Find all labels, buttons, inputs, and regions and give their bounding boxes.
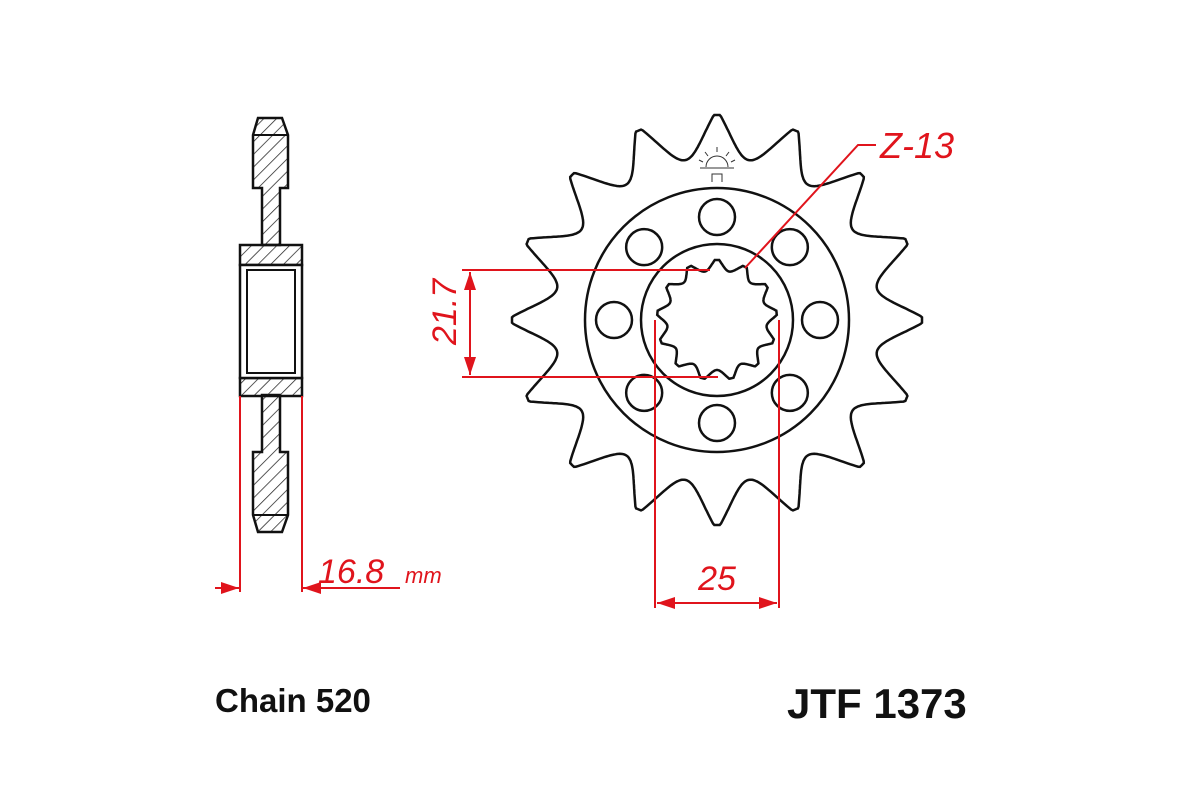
thickness-value: 16.8 <box>318 553 384 591</box>
bolt-ring-outer <box>583 186 851 454</box>
spline-bore-outline <box>655 258 779 381</box>
tooth-count-leader <box>744 144 876 269</box>
bolt-hole <box>770 373 810 413</box>
bolt-hole <box>624 373 664 413</box>
bolt-width-dimension <box>654 320 780 609</box>
lower-tooth-section <box>251 393 290 534</box>
hub-section-bottom <box>238 376 304 398</box>
chain-label: Chain 520 <box>215 682 371 719</box>
bolt-hole <box>800 300 840 340</box>
bolt-hole <box>770 227 810 267</box>
bolt-hole <box>697 403 737 443</box>
spline-diameter-dimension <box>462 269 718 378</box>
part-number: JTF 1373 <box>787 680 967 727</box>
bolt-hole <box>697 197 737 237</box>
hub-bore <box>238 263 304 380</box>
thickness-unit: mm <box>405 563 442 588</box>
sprocket-teeth-outline <box>510 113 924 527</box>
bolt-ring-inner <box>639 242 795 398</box>
bolt-holes <box>594 197 840 443</box>
logo-icon <box>698 147 736 182</box>
side-section-view <box>238 116 304 534</box>
spline-diameter-value: 21.7 <box>426 278 464 346</box>
hub-section-top <box>238 243 304 267</box>
sprocket-front-view <box>510 113 924 527</box>
bolt-hole <box>594 300 634 340</box>
bolt-width-value: 25 <box>697 560 736 598</box>
upper-tooth-section <box>251 116 290 247</box>
tooth-count-label: Z-13 <box>879 125 954 166</box>
thickness-dimension <box>215 396 400 594</box>
bolt-hole <box>624 227 664 267</box>
